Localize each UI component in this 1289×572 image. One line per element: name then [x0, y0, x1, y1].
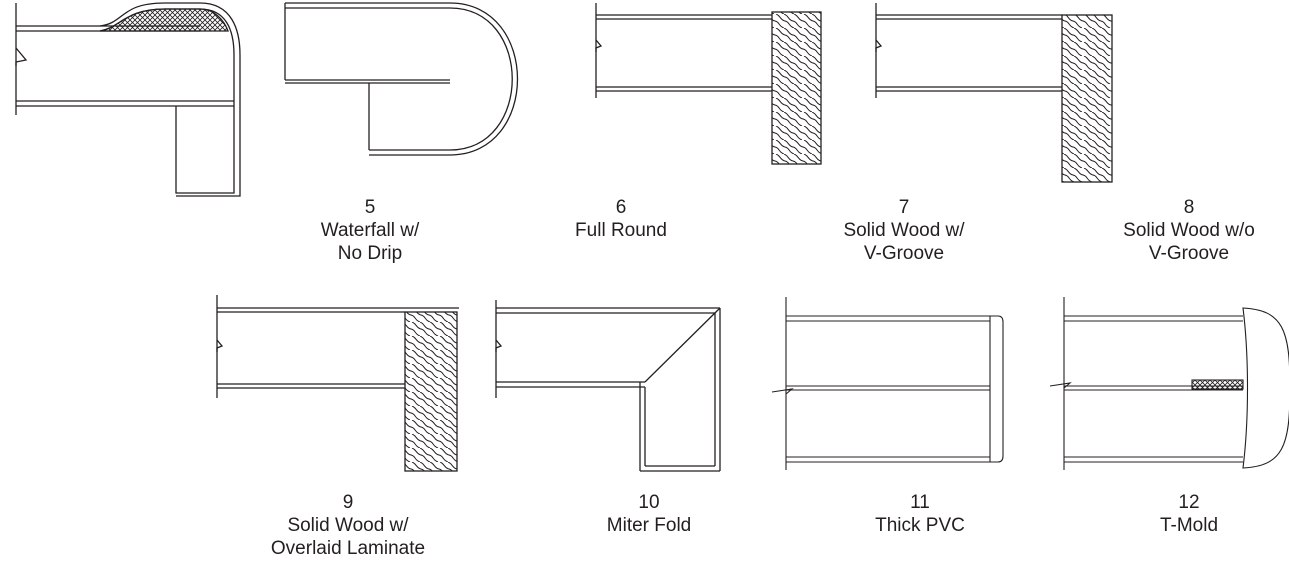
- profile-name-line: Overlaid Laminate: [270, 538, 426, 559]
- profile-10-drawing: [495, 300, 721, 472]
- caption-profile-12: 12 T-Mold: [1160, 491, 1218, 537]
- profile-name-line: V-Groove: [1148, 243, 1230, 264]
- caption-profile-7: 7 Solid Wood w/ V-Groove: [843, 196, 964, 265]
- profile-name-line: V-Groove: [863, 243, 945, 264]
- caption-profile-10: 10 Miter Fold: [607, 491, 691, 537]
- profile-name-line: Miter Fold: [606, 515, 692, 536]
- profile-8-drawing: [875, 3, 1113, 183]
- profile-7-drawing: [595, 3, 822, 165]
- profile-name-line: Solid Wood w/o: [1123, 220, 1255, 241]
- profile-number: 5: [364, 197, 376, 218]
- profile-number: 12: [1178, 492, 1200, 513]
- profile-12-drawing: [1049, 297, 1289, 470]
- profile-name-line: Solid Wood w/: [287, 515, 409, 536]
- profile-number: 8: [1183, 197, 1195, 218]
- profile-number: 11: [910, 492, 930, 513]
- profile-number: 7: [898, 197, 910, 218]
- caption-profile-6: 6 Full Round: [575, 196, 667, 242]
- profile-name-line: T-Mold: [1159, 515, 1219, 536]
- profile-name-line: No Drip: [337, 243, 403, 264]
- profile-6-drawing: [284, 2, 518, 156]
- profile-name-line: Full Round: [575, 220, 667, 241]
- caption-profile-11: 11 Thick PVC: [875, 491, 965, 537]
- profile-name-line: Solid Wood w/: [843, 220, 965, 241]
- caption-profile-8: 8 Solid Wood w/o V-Groove: [1123, 196, 1255, 265]
- profile-number: 9: [342, 492, 354, 513]
- profile-5-drawing: [15, 2, 241, 197]
- profile-11-drawing: [771, 297, 1004, 470]
- profile-number: 10: [638, 492, 660, 513]
- profile-name-line: Waterfall w/: [320, 220, 420, 241]
- profile-9-drawing: [216, 295, 459, 472]
- profile-name-line: Thick PVC: [875, 515, 965, 536]
- caption-profile-9: 9 Solid Wood w/ Overlaid Laminate: [271, 491, 425, 560]
- profile-number: 6: [615, 197, 627, 218]
- caption-profile-5: 5 Waterfall w/ No Drip: [321, 196, 420, 265]
